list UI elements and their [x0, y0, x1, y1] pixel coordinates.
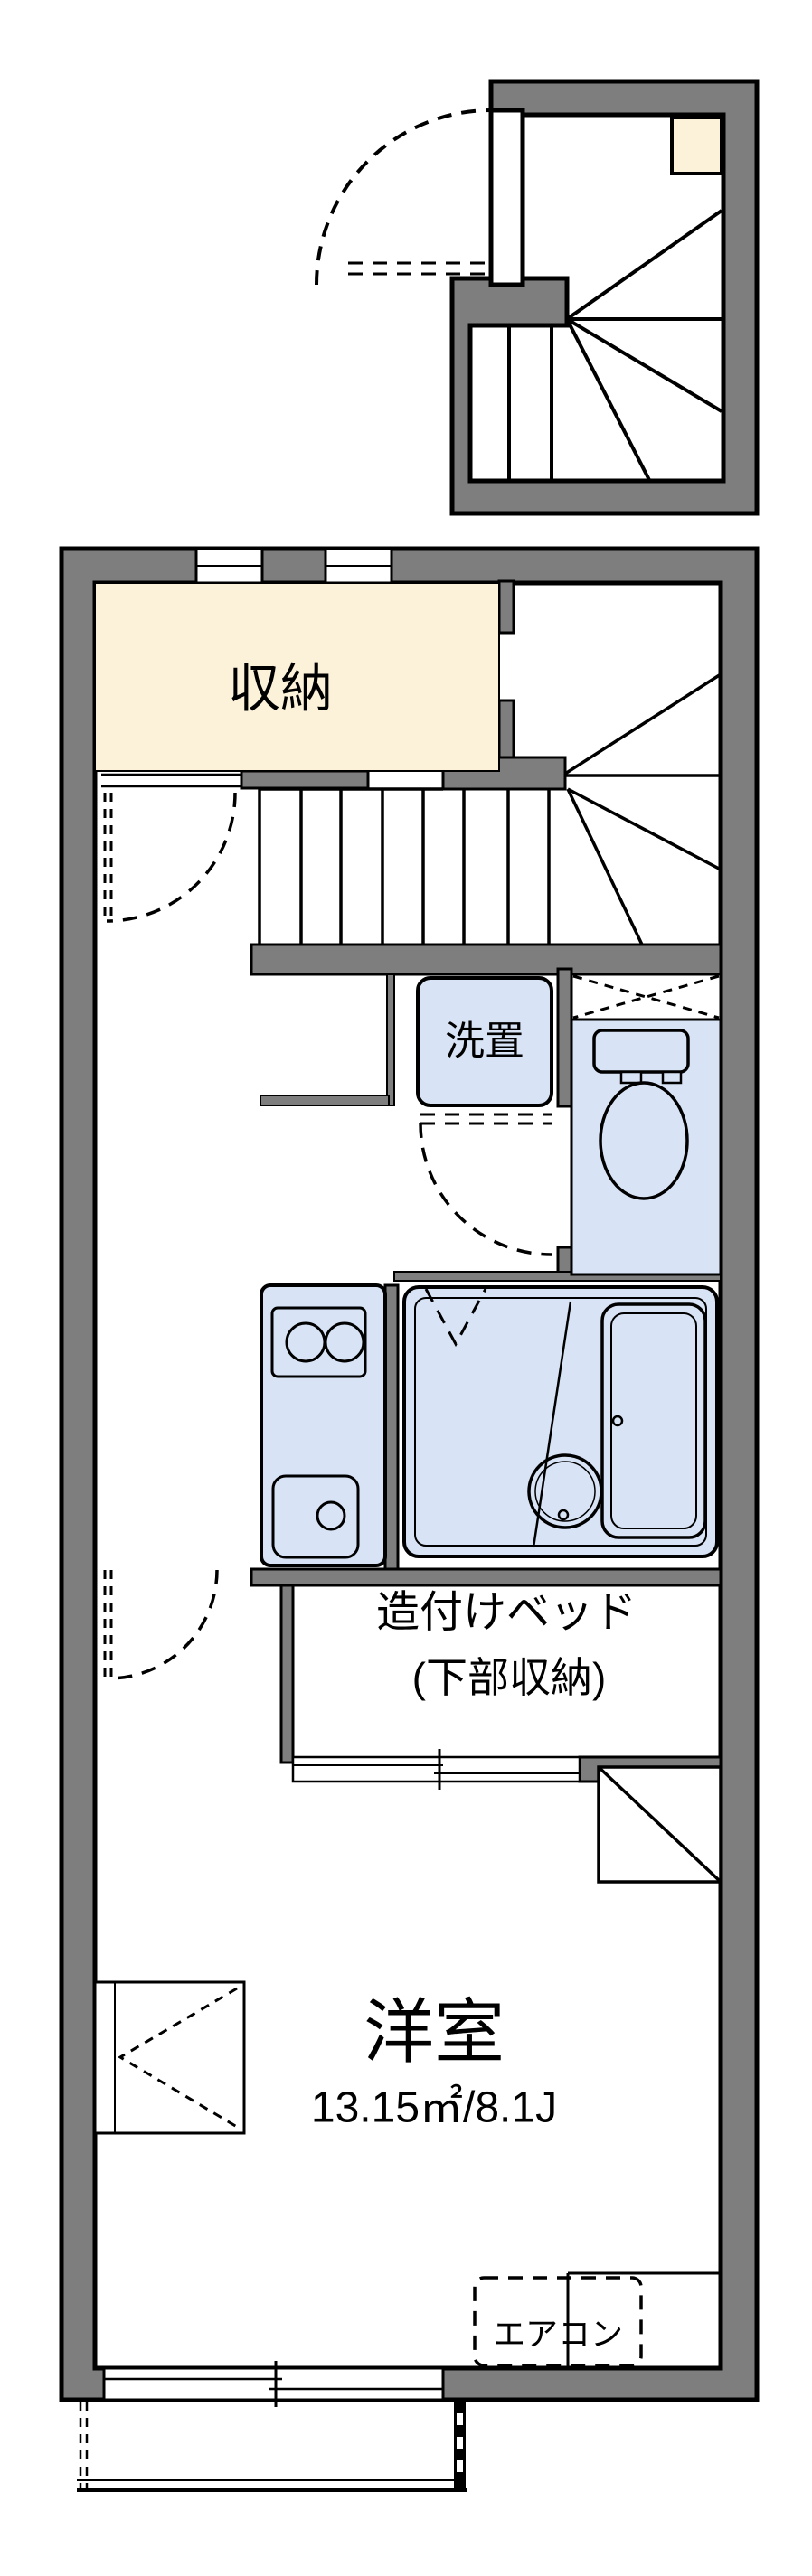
- south-window-icon: [102, 2361, 445, 2407]
- room-name-label: 洋室: [364, 1992, 505, 2072]
- balcony: [77, 2402, 467, 2492]
- bed-label-line2: (下部収納): [412, 1654, 607, 1701]
- room-toilet: [570, 973, 722, 1276]
- west-window-icon: [93, 1980, 246, 2135]
- room-area-label: 13.15㎡/8.1J: [311, 2084, 557, 2132]
- toilet-fixture-icon: [592, 1029, 690, 1200]
- appliance-space: [566, 2271, 721, 2368]
- sink-icon: [271, 1474, 360, 1559]
- door-swing-arc: [106, 792, 237, 923]
- entry-stairwell: [315, 79, 760, 516]
- room-entry-door: [103, 1569, 219, 1680]
- porch-outline: [348, 261, 488, 276]
- aircon-box: エアコン: [473, 2276, 643, 2367]
- built-in-bed: 造付けベッド (下部収納): [291, 1589, 637, 1790]
- entry-walls: [449, 79, 760, 516]
- bathtub-icon: [600, 1302, 707, 1539]
- room-storage: 収納: [94, 582, 500, 788]
- entry-door-swing-arc: [315, 108, 492, 286]
- stairs-1f: [258, 672, 722, 945]
- kitchen-unit: [260, 1283, 387, 1567]
- room-laundry: 洗置: [416, 976, 553, 1256]
- bath-door-icon: [424, 1288, 487, 1348]
- door-swing-arc: [419, 1123, 552, 1256]
- bed-label-line1: 造付けベッド: [376, 1589, 637, 1637]
- stairs-2f: [507, 209, 723, 481]
- stove-icon: [270, 1306, 367, 1378]
- door-swing-arc: [108, 1569, 219, 1680]
- storage-label: 収納: [228, 660, 333, 719]
- aircon-label: エアコン: [493, 2316, 623, 2353]
- washer-pan-icon: [416, 976, 553, 1107]
- washbasin-icon: [527, 1453, 603, 1529]
- laundry-label: 洗置: [445, 1020, 524, 1064]
- overhead-shelf-icon: [597, 1765, 722, 1884]
- entry-shoe-cabinet: [670, 116, 723, 175]
- room-western: 洋室 13.15㎡/8.1J: [311, 1992, 557, 2132]
- room-bath: [402, 1285, 719, 1558]
- storage-door: [103, 792, 237, 923]
- sliding-door-icon: [291, 1749, 581, 1790]
